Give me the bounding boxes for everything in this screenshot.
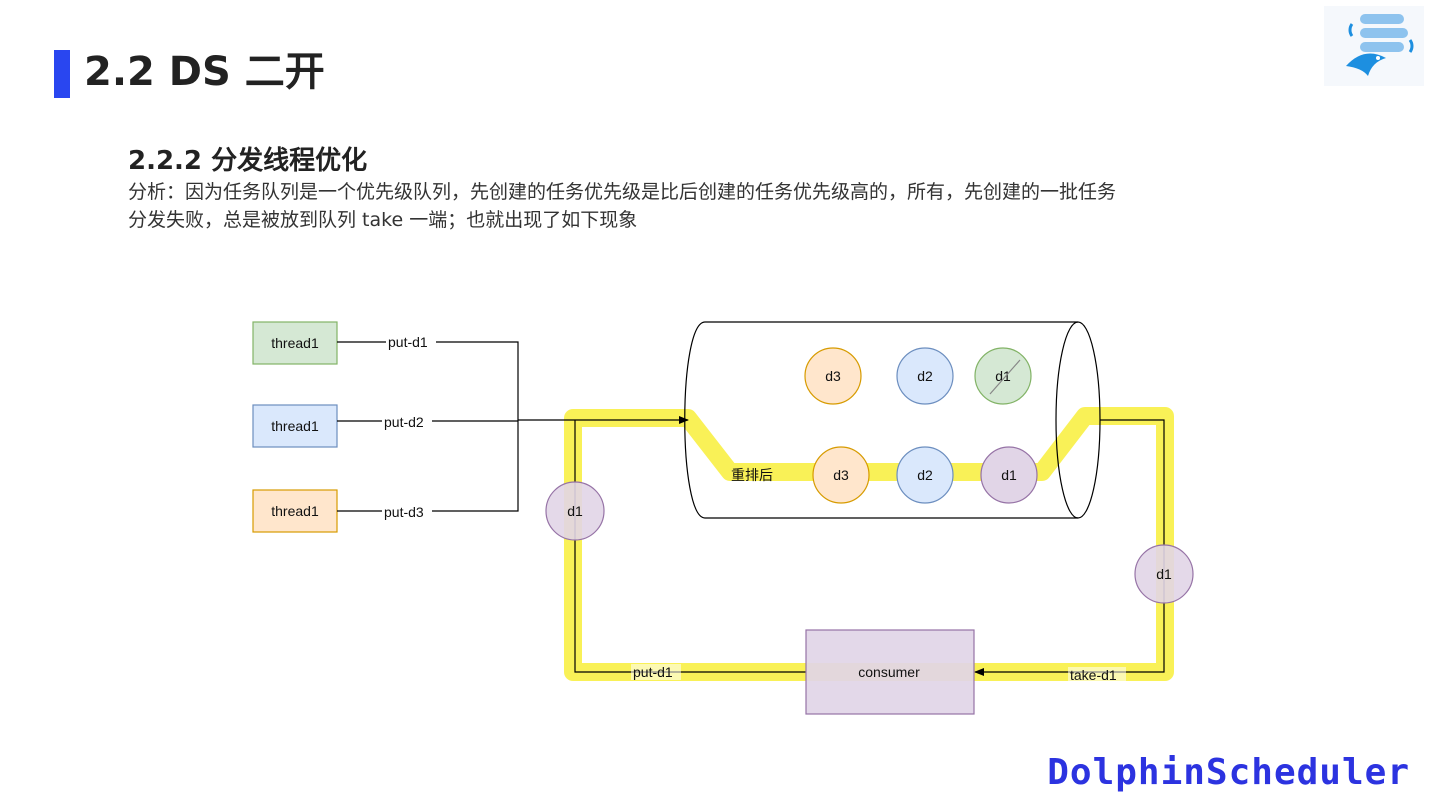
queue-item-top-d3-label: d3 [825,368,841,384]
edge-label-put-d2: put-d2 [384,414,424,430]
edge-label-bg [382,412,432,428]
edge-label-bg [386,333,436,349]
consumer-box [805,629,975,715]
edge-label-put-d1: put-d1 [388,334,428,350]
edge-label-put-back: put-d1 [633,664,673,680]
thread-box-3 [252,489,338,533]
page-title: 2.2 DS 二开 [84,49,325,95]
queue-item-top-d2 [896,347,954,405]
left-bubble-d1-label: d1 [567,503,583,519]
dolphinscheduler-logo-icon [1324,6,1424,86]
edge-label-bg [631,664,681,680]
thread-box-1 [252,321,338,365]
thread-box-1-label: thread1 [271,335,319,351]
left-bubble-d1 [545,481,605,541]
edge-label-put-d3: put-d3 [384,504,424,520]
queue-item-top-d1 [974,347,1032,405]
queue-item-bottom-d3 [812,446,870,504]
consumer-label: consumer [858,664,920,680]
edge-put-back-loop [574,420,806,673]
reorder-label: 重排后 [731,467,773,483]
section-description: 分析：因为任务队列是一个优先级队列，先创建的任务优先级是比后创建的任务优先级高的… [128,178,1358,234]
queue-flow-diagram: thread1 thread1 thread1 put-d1 put-d2 pu… [252,321,1194,715]
title-accent-bar [54,50,70,98]
brand-wordmark: DolphinScheduler [1047,752,1410,793]
section-description-line: 分析：因为任务队列是一个优先级队列，先创建的任务优先级是比后创建的任务优先级高的… [128,181,1117,203]
thread-box-2 [252,404,338,448]
queue-item-bottom-d2-label: d2 [917,467,933,483]
queue-item-bottom-d3-label: d3 [833,467,849,483]
right-bubble-d1-label: d1 [1156,566,1172,582]
thread-box-3-label: thread1 [271,503,319,519]
edge-label-bg [382,503,432,519]
section-heading: 2.2.2 分发线程优化 [128,146,368,176]
edge-label-take: take-d1 [1070,667,1117,683]
right-bubble-d1 [1134,544,1194,604]
queue-item-top-d2-label: d2 [917,368,933,384]
strike-through-line [989,359,1021,395]
thread-box-2-label: thread1 [271,418,319,434]
task-queue-cylinder [684,321,1101,519]
queue-item-bottom-d1-label: d1 [1001,467,1017,483]
queue-item-bottom-d2 [896,446,954,504]
section-description-line: 分发失败，总是被放到队列 take 一端；也就出现了如下现象 [128,209,638,231]
queue-item-bottom-d1 [980,446,1038,504]
queue-item-top-d1-label: d1 [995,368,1011,384]
queue-item-top-d3 [804,347,862,405]
edge-label-bg [1068,667,1126,683]
